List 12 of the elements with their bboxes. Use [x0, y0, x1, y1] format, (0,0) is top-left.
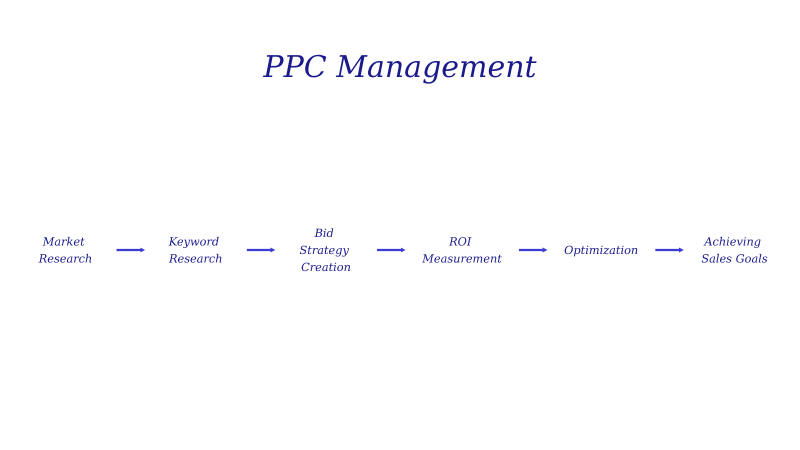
arrow [116, 248, 145, 252]
arrow [655, 248, 684, 252]
node-text: Keyword Research [168, 234, 223, 266]
center-label: PPC Management [262, 50, 538, 85]
node-text: Market Research [38, 234, 92, 266]
arrow [376, 248, 406, 252]
arrow [518, 248, 548, 252]
node-text: Optimization [564, 243, 638, 257]
arrow [246, 248, 276, 252]
node-text: ROI Measurement [422, 234, 502, 266]
node-text: Bid Strategy Creation [300, 226, 351, 274]
node-text: Achieving Sales Goals [701, 234, 768, 266]
